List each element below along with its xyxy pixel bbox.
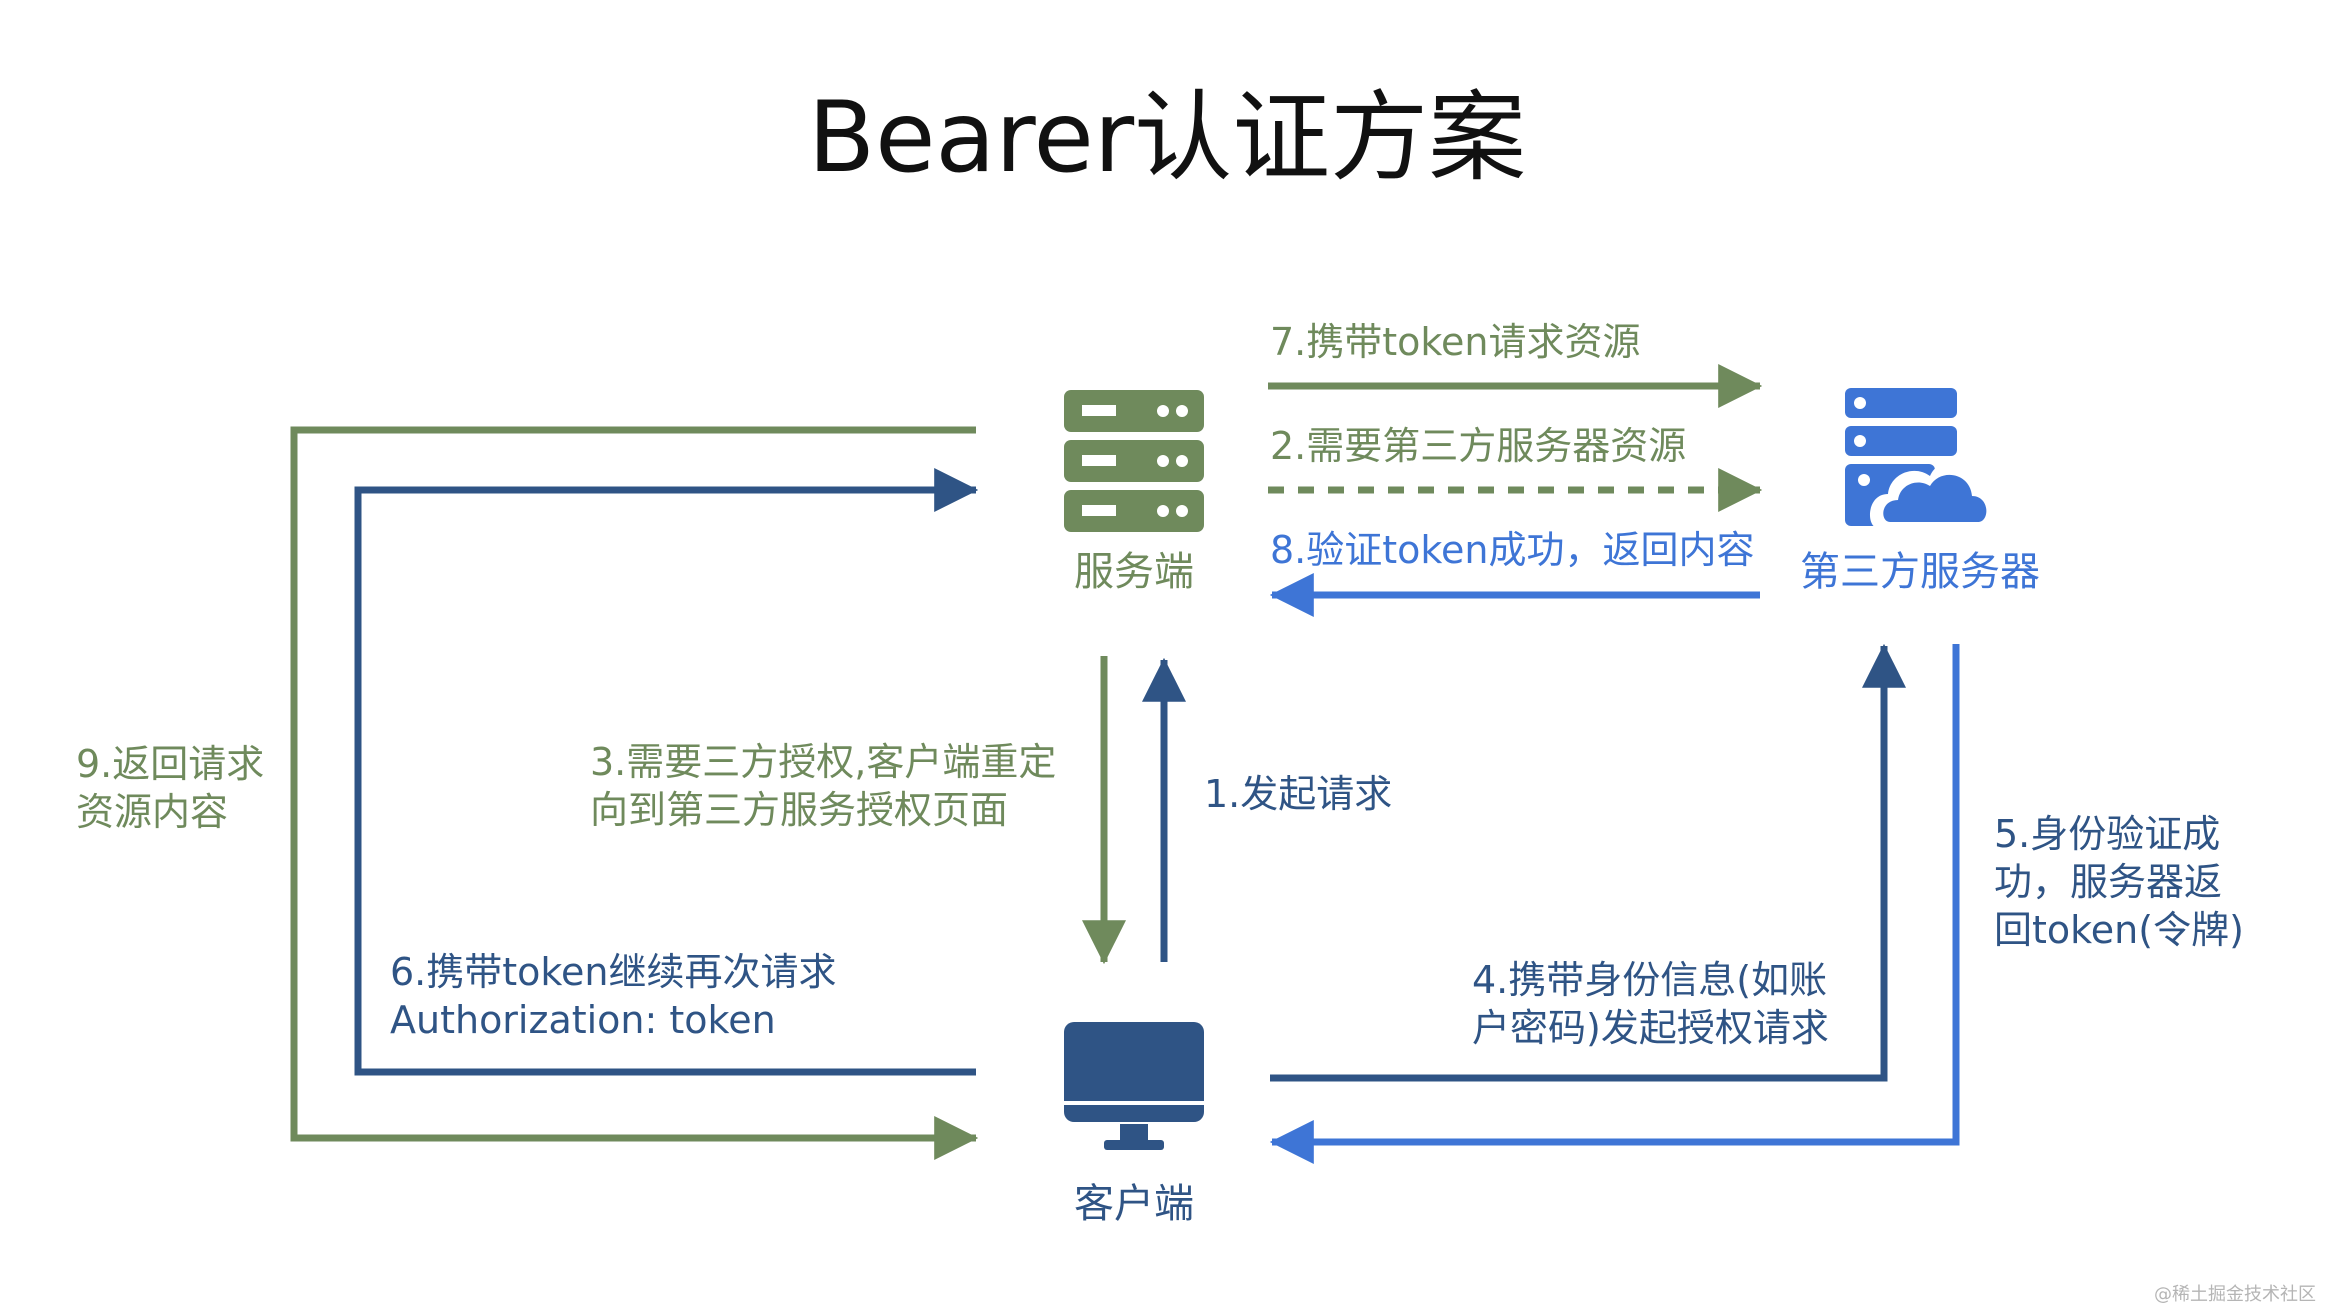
arrow-step-4 — [1270, 643, 1906, 1082]
arrow-step-5 — [1269, 644, 1960, 1164]
watermark: @稀土掘金技术社区 — [2154, 1284, 2316, 1305]
arrow-step-9 — [290, 426, 979, 1160]
cloud-server-icon — [1845, 388, 1998, 528]
step-9-label-line2: 资源内容 — [76, 790, 229, 834]
server-rack-icon — [1064, 390, 1204, 532]
monitor-icon — [1064, 1022, 1204, 1150]
client-label: 客户端 — [1074, 1181, 1194, 1227]
arrow-step-6 — [354, 468, 979, 1076]
step-5-label-line3: 回token(令牌) — [1994, 908, 2244, 952]
diagram-title: Bearer认证方案 — [807, 81, 1527, 195]
step-6-label-line2: Authorization: token — [390, 998, 776, 1042]
step-9-label-line1: 9.返回请求 — [76, 742, 265, 786]
step-2-label: 2.需要第三方服务器资源 — [1270, 424, 1687, 468]
step-5-label-line1: 5.身份验证成 — [1994, 812, 2221, 856]
step-8-label: 8.验证token成功，返回内容 — [1270, 528, 1755, 572]
step-4-label-line2: 户密码)发起授权请求 — [1472, 1006, 1829, 1050]
step-6-label-line1: 6.携带token继续再次请求 — [390, 950, 837, 994]
step-3-label-line2: 向到第三方服务授权页面 — [590, 788, 1009, 832]
step-4-label-line1: 4.携带身份信息(如账 — [1472, 958, 1828, 1002]
third-party-label: 第三方服务器 — [1800, 549, 2040, 595]
server-label: 服务端 — [1074, 549, 1194, 595]
step-5-label-line2: 功，服务器返 — [1994, 860, 2223, 904]
step-1-label: 1.发起请求 — [1204, 772, 1393, 816]
step-7-label: 7.携带token请求资源 — [1270, 320, 1641, 364]
step-3-label-line1: 3.需要三方授权,客户端重定 — [590, 740, 1057, 784]
